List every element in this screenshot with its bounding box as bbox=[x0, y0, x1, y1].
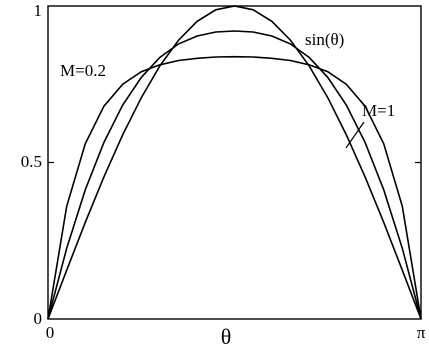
series-line-2 bbox=[47, 55, 422, 320]
y-tick-label-1: 1 bbox=[34, 1, 43, 20]
x-tick-label-0: 0 bbox=[46, 323, 55, 342]
annotation-sin: sin(θ) bbox=[305, 30, 344, 49]
annotation-m1-leader bbox=[345, 121, 365, 149]
x-tick-label-pi: π bbox=[417, 323, 426, 342]
x-axis-label: θ bbox=[221, 324, 232, 347]
annotation-m1: M=1 bbox=[362, 101, 395, 120]
annotation-m02: M=0.2 bbox=[60, 61, 106, 80]
curves bbox=[47, 5, 422, 320]
plot-frame bbox=[47, 5, 422, 320]
y-tick-label-0.5: 0.5 bbox=[21, 152, 42, 171]
series-line-0 bbox=[47, 5, 422, 320]
y-tick-label-0: 0 bbox=[34, 309, 43, 328]
